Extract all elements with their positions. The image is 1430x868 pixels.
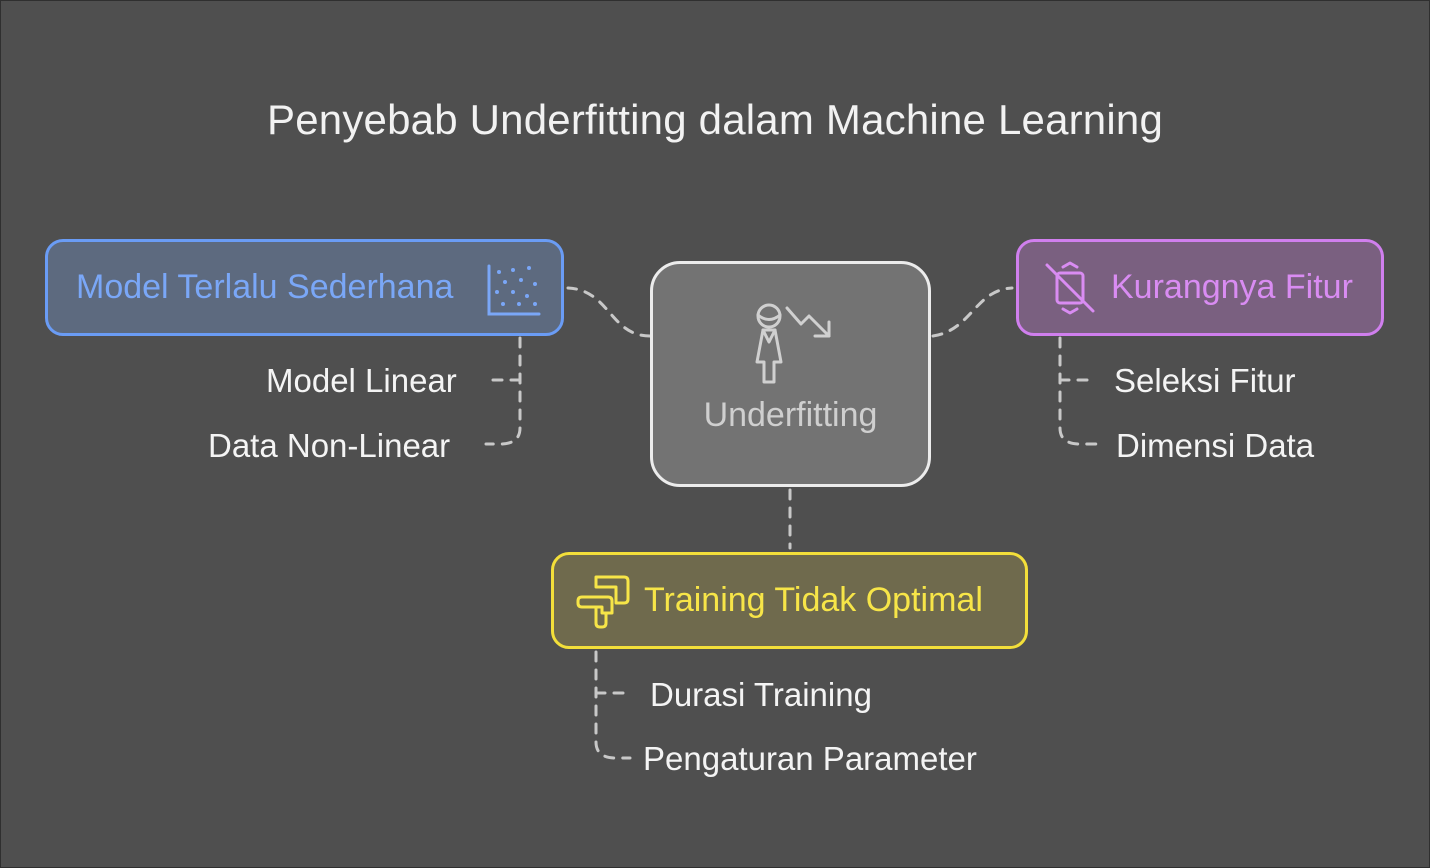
node-kurangnya-fitur[interactable]: Kurangnya Fitur — [1016, 239, 1384, 336]
leaf-durasi-training: Durasi Training — [650, 676, 872, 713]
node-underfitting[interactable]: Underfitting — [650, 261, 931, 487]
leaf-data-non-linear: Data Non-Linear — [208, 427, 451, 464]
connector-right-leaves — [1058, 336, 1098, 446]
connector-bottom-leaves — [594, 650, 632, 760]
node-bottom-label: Training Tidak Optimal — [644, 581, 983, 619]
scatter-plot-icon — [485, 262, 541, 318]
node-training-tidak-optimal[interactable]: Training Tidak Optimal — [551, 552, 1028, 649]
node-left-label: Model Terlalu Sederhana — [76, 268, 454, 306]
connector-left-leaves — [484, 336, 522, 446]
underfitting-person-icon — [743, 302, 839, 388]
connector-right — [931, 286, 1014, 338]
node-model-terlalu-sederhana[interactable]: Model Terlalu Sederhana — [45, 239, 564, 336]
stacked-pipes-icon — [574, 573, 630, 629]
leaf-model-linear: Model Linear — [266, 362, 457, 399]
node-center-label: Underfitting — [703, 396, 878, 434]
no-rotate-icon — [1043, 261, 1097, 315]
connector-left — [566, 286, 652, 338]
leaf-pengaturan-parameter: Pengaturan Parameter — [643, 740, 977, 777]
diagram-title: Penyebab Underfitting dalam Machine Lear… — [266, 96, 1164, 143]
leaf-seleksi-fitur: Seleksi Fitur — [1114, 362, 1296, 399]
leaf-dimensi-data: Dimensi Data — [1116, 427, 1315, 464]
node-right-label: Kurangnya Fitur — [1111, 268, 1353, 306]
